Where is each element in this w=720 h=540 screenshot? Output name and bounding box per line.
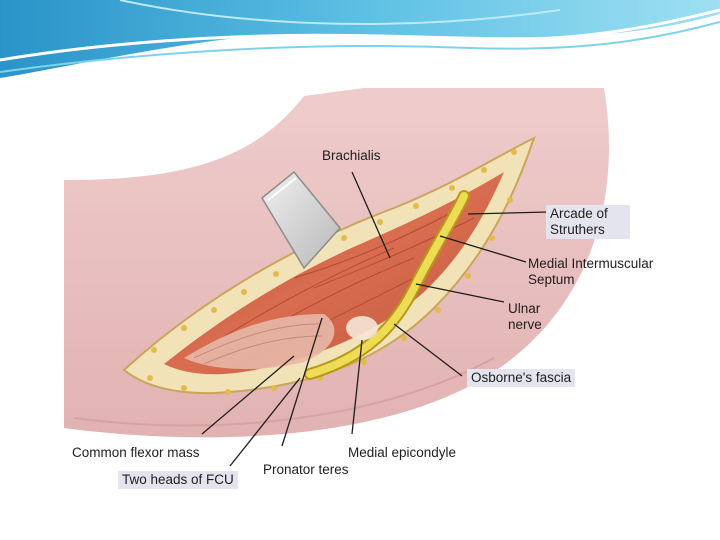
label-pronator-teres: Pronator teres	[263, 462, 349, 477]
label-medial-intermuscular-septum: Medial Intermuscular Septum	[528, 256, 654, 287]
label-medial-epicondyle: Medial epicondyle	[348, 445, 457, 460]
label-ulnar-nerve: Ulnar nerve	[508, 301, 542, 332]
label-arcade-of-struthers: Arcade of Struthers	[546, 205, 630, 239]
header-banner	[0, 0, 720, 78]
label-osbornes-fascia: Osborne's fascia	[467, 369, 576, 387]
label-common-flexor-mass: Common flexor mass	[72, 445, 200, 460]
label-brachialis: Brachialis	[322, 148, 381, 163]
elbow-anatomy-illustration	[64, 88, 609, 467]
label-two-heads-of-fcu: Two heads of FCU	[118, 471, 238, 489]
